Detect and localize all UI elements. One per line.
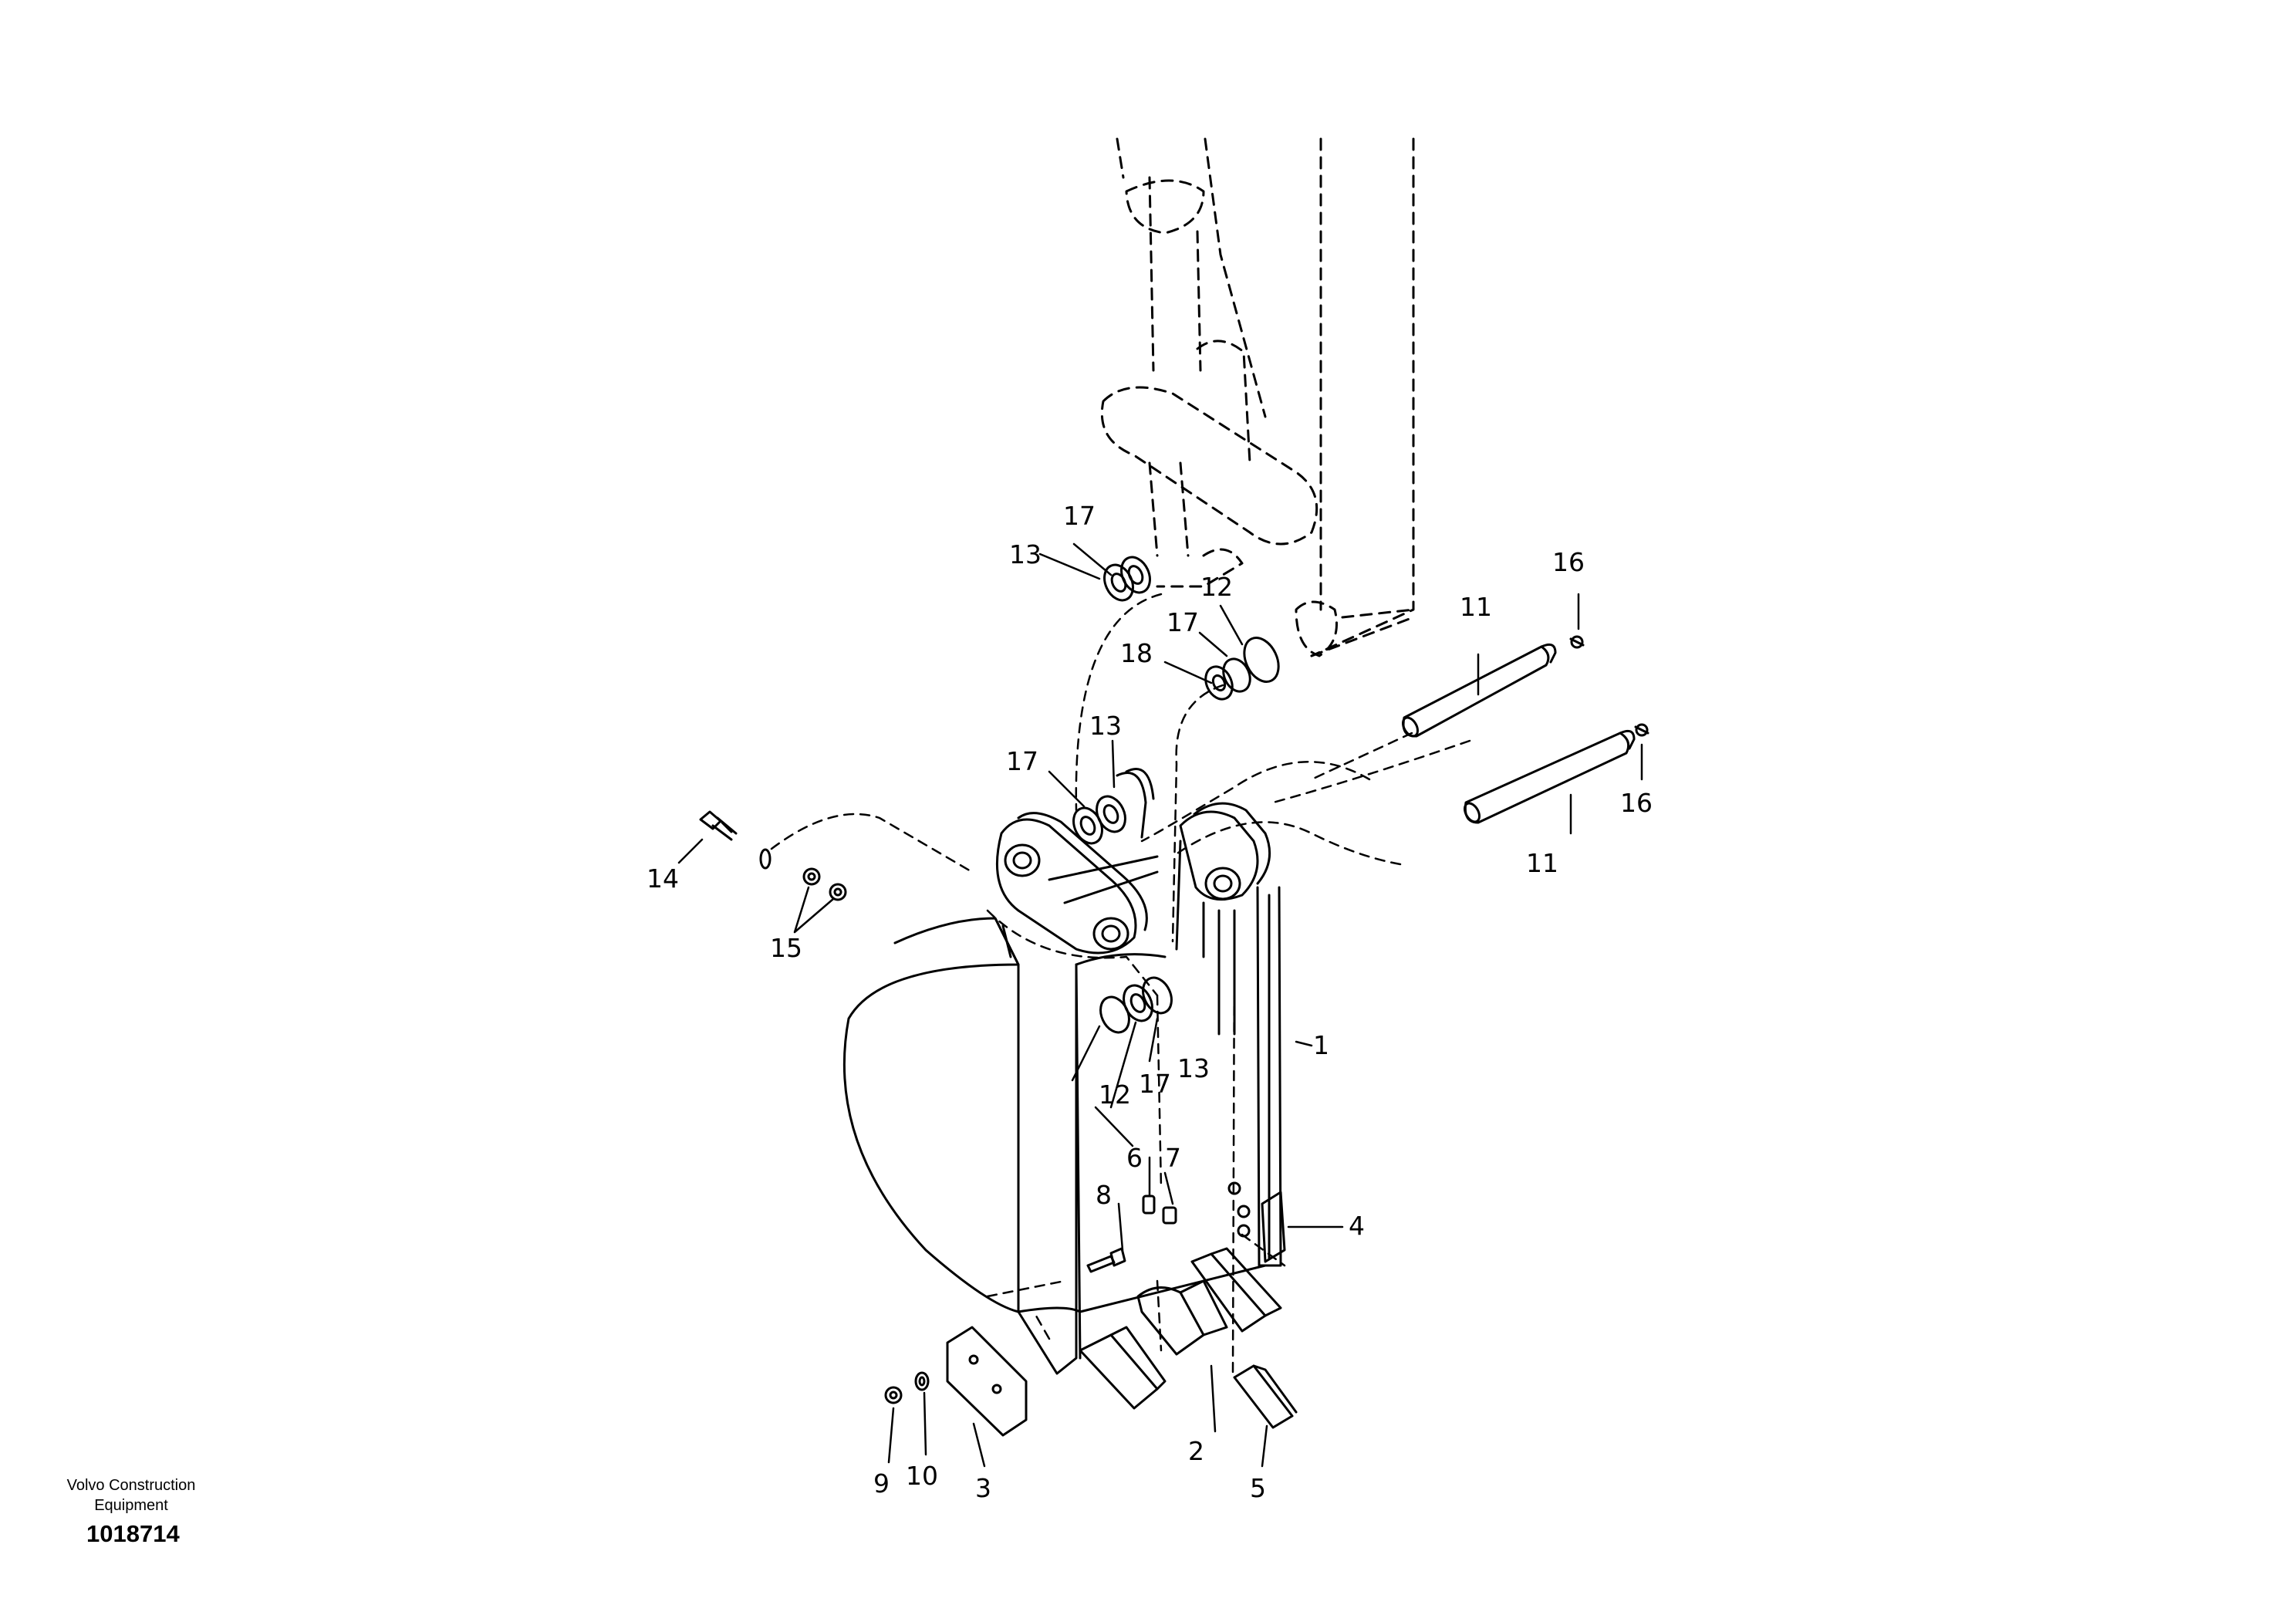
shims-bucket-lower [1099,976,1173,1034]
callout-leaders [677,542,1643,1468]
callout-8: 8 [1096,1180,1112,1210]
callout-14: 14 [647,863,679,894]
callout-18: 18 [1120,638,1153,668]
document-number: 1018714 [86,1520,180,1547]
callout-5: 5 [1250,1473,1266,1503]
nuts-15 [802,867,847,901]
bucket [842,886,1282,1375]
bolt-14 [699,810,772,870]
callout-labels: 17 13 12 17 18 13 17 11 16 16 11 14 15 1… [647,501,1653,1503]
pin-lower [1464,729,1636,824]
bolt-8 [1086,1247,1126,1273]
side-cutter-right [1227,1181,1286,1263]
callout-13: 13 [1009,539,1042,569]
lock-bolts [1569,635,1649,737]
teeth [1079,1247,1282,1410]
callout-15: 15 [770,933,802,963]
callout-3: 3 [975,1473,991,1503]
callout-16: 16 [1620,788,1653,818]
callout-4: 4 [1349,1211,1365,1241]
callout-11: 11 [1526,848,1558,878]
left-boss-plate [995,812,1159,955]
callout-1: 1 [1313,1030,1329,1060]
callout-9: 9 [873,1468,890,1499]
callout-13: 13 [1089,711,1122,741]
callout-11: 11 [1460,592,1492,622]
shims-middle [1204,637,1280,701]
callout-7: 7 [1165,1143,1181,1173]
callout-17: 17 [1006,746,1038,776]
footer: Volvo Construction Equipment 1018714 [31,1475,231,1547]
arm-phantom [1100,137,1415,657]
callout-17: 17 [1139,1069,1171,1099]
tooth-5 [1233,1364,1298,1429]
callout-12: 12 [1200,572,1233,602]
pin-upper [1402,643,1557,738]
shims-bucket-upper [1072,768,1155,845]
brand-label: Volvo Construction Equipment [66,1477,196,1514]
callout-10: 10 [906,1461,938,1491]
callout-12: 12 [1099,1080,1131,1110]
callout-17: 17 [1063,501,1096,531]
nut-9-washer-10 [884,1371,930,1404]
callout-13: 13 [1177,1053,1210,1083]
right-boss-plate [1175,802,1271,1036]
callout-6: 6 [1126,1143,1143,1173]
side-cutter-left [946,1326,1028,1437]
callout-2: 2 [1188,1436,1204,1466]
callout-16: 16 [1552,547,1585,577]
shims-upper [1103,556,1151,602]
callout-17: 17 [1167,607,1199,637]
